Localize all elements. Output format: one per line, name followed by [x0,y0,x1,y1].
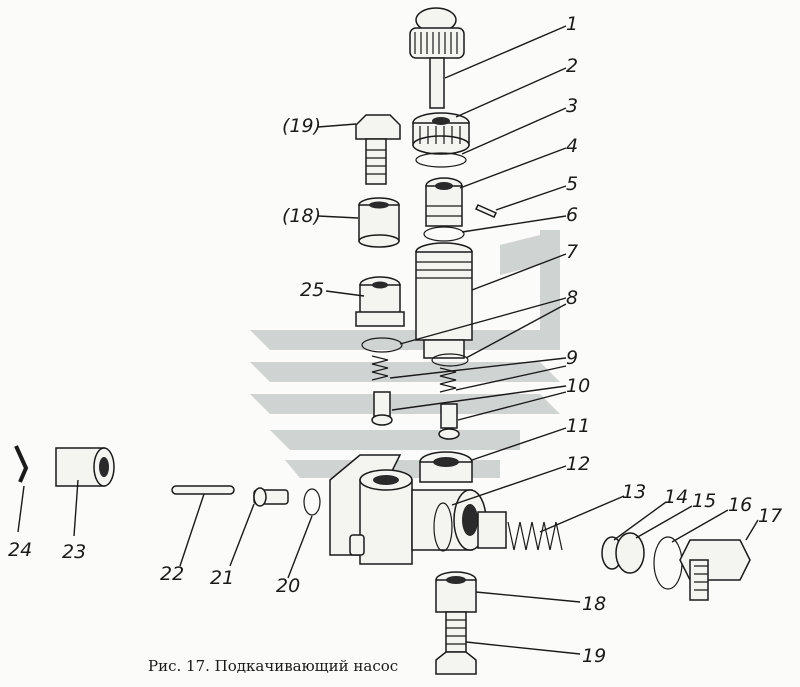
part-20-washer [303,488,321,516]
callout-22: 22 [160,563,184,585]
callout-9: 9 [566,347,578,369]
callout-1: 1 [566,13,578,35]
part-23-sleeve [55,447,115,487]
callout-21: 21 [210,567,234,589]
callout-24: 24 [8,539,32,561]
callout-2: 2 [566,55,578,77]
part-6-ring [423,226,465,242]
callout-15: 15 [692,490,716,512]
part-11-cap [419,451,473,483]
part-17-plug [679,539,751,601]
part-16-gasket [653,536,683,590]
part-3-gasket-ring [415,152,467,168]
part-21-nozzle [253,487,289,507]
watermark-emblem [250,230,560,478]
part-19-bolt-upper [355,114,401,185]
part-12-gasket [433,502,453,552]
callout-4: 4 [566,135,578,157]
callout-11: 11 [566,415,590,437]
part-9-spring-right [439,367,457,393]
part-7-cylinder [415,242,473,359]
part-1-pump-handle [409,7,465,109]
part-10-valve-left [371,391,393,426]
callout-10: 10 [566,375,590,397]
part-8-washer-left [361,337,403,353]
part-22-rod [171,485,235,495]
part-24-hex-key [14,445,29,483]
leader-lines [17,25,759,655]
part-2-knurled-nut [412,112,470,155]
callout-6: 6 [566,204,578,226]
callout-25: 25 [300,279,324,301]
callout-23: 23 [62,541,86,563]
part-25-fitting [355,276,405,327]
callout-18: 18 [582,593,606,615]
part-8-washer-right [431,353,469,367]
part-4-piston [425,177,463,227]
part-15-seat [615,532,645,574]
callout-5: 5 [566,173,578,195]
callout-labels: 1 2 3 4 5 6 7 8 9 10 11 12 13 14 15 16 1… [8,13,782,667]
figure-caption: Рис. 17. Подкачивающий насос [148,657,399,675]
callout-16: 16 [728,494,752,516]
callout-13: 13 [622,481,646,503]
callout-7: 7 [566,241,578,263]
callout-12: 12 [566,453,590,475]
part-9-spring-left [371,355,389,381]
part-13-spring [477,511,563,551]
part-18-sleeve-upper [358,197,400,248]
part-18-sleeve-lower [435,571,477,613]
callout-18-parenthesized: (18) [282,205,321,227]
callout-14: 14 [664,486,688,508]
part-10-valve-right [438,403,460,440]
pump-housing [329,454,487,565]
callout-20: 20 [276,575,300,597]
callout-3: 3 [566,95,578,117]
callout-17: 17 [758,505,782,527]
part-5-pin [474,204,498,218]
callout-8: 8 [566,287,578,309]
part-19-bolt-lower [435,611,477,675]
callout-19-parenthesized: (19) [282,115,321,137]
callout-19: 19 [582,645,606,667]
